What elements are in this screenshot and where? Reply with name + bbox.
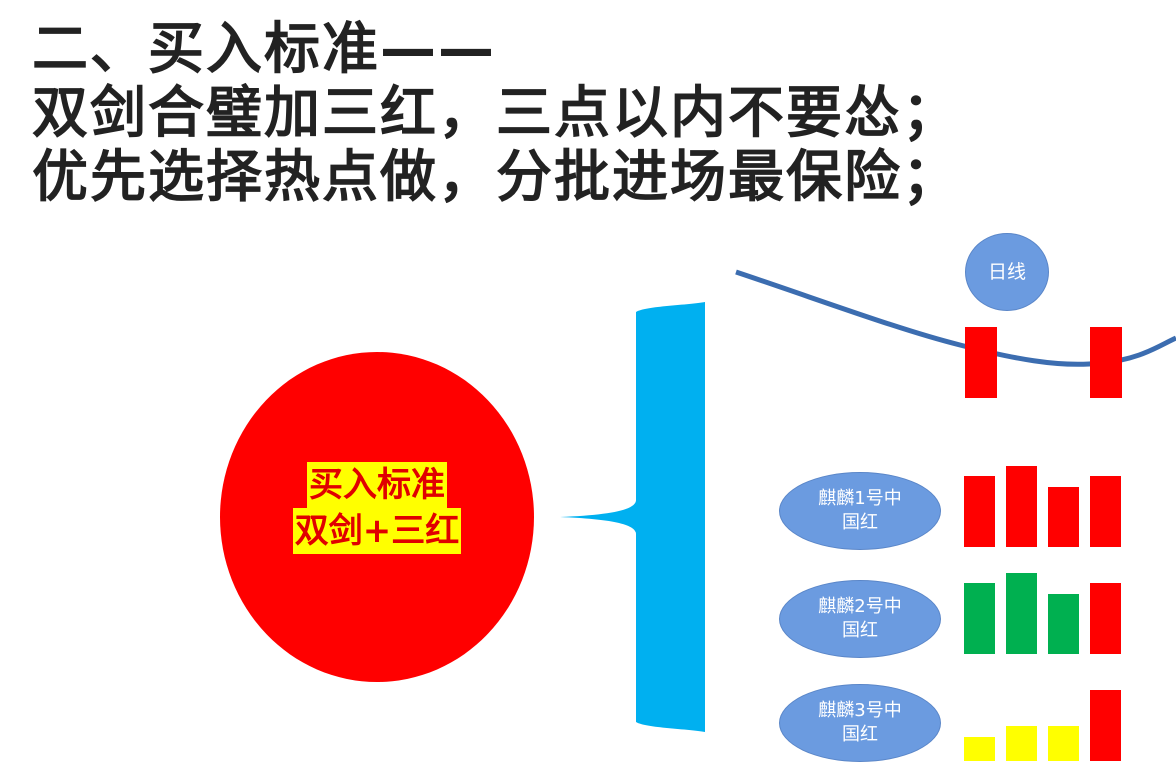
buy-standard-label: 买入标准 双剑+三红 xyxy=(282,462,472,554)
qilin-2-line-1: 麒麟2号中 xyxy=(818,596,902,617)
group3-bar-2 xyxy=(1006,726,1037,761)
qilin-2-oval: 麒麟2号中 国红 xyxy=(779,580,941,658)
qilin-3-oval: 麒麟3号中 国红 xyxy=(779,684,941,762)
daily-trend-curve xyxy=(735,269,1176,367)
title-line-2: 双剑合璧加三红，三点以内不要怂； xyxy=(32,81,960,146)
group1-bar-4 xyxy=(1090,476,1121,547)
qilin-1-line-2: 国红 xyxy=(842,512,878,533)
title-block: 二、买入标准—— 双剑合璧加三红，三点以内不要怂； 优先选择热点做，分批进场最保… xyxy=(32,18,960,210)
group3-bar-3 xyxy=(1048,726,1079,761)
group3-bar-4 xyxy=(1090,690,1121,761)
title-line-3: 优先选择热点做，分批进场最保险； xyxy=(32,145,960,210)
buy-standard-line-1: 买入标准 xyxy=(307,462,447,508)
title-line-1: 二、买入标准—— xyxy=(32,17,496,82)
qilin-3-line-1: 麒麟3号中 xyxy=(818,700,902,721)
brace-shape xyxy=(560,302,705,732)
group1-bar-1 xyxy=(964,476,995,547)
buy-standard-line-2: 双剑+三红 xyxy=(292,508,462,554)
qilin-1-oval: 麒麟1号中 国红 xyxy=(779,472,941,550)
daily-line-badge: 日线 xyxy=(965,233,1049,311)
group1-bar-3 xyxy=(1048,487,1079,547)
qilin-1-line-1: 麒麟1号中 xyxy=(818,488,902,509)
qilin-2-line-2: 国红 xyxy=(842,620,878,641)
group2-bar-4 xyxy=(1090,583,1121,654)
daily-line-label: 日线 xyxy=(987,261,1026,283)
qilin-3-line-2: 国红 xyxy=(842,724,878,745)
group2-bar-3 xyxy=(1048,594,1079,654)
group1-bar-2 xyxy=(1006,466,1037,547)
group3-bar-1 xyxy=(964,737,995,761)
daily-candle-2 xyxy=(1090,327,1122,398)
group2-bar-2 xyxy=(1006,573,1037,654)
group2-bar-1 xyxy=(964,583,995,654)
daily-candle-1 xyxy=(965,327,997,398)
